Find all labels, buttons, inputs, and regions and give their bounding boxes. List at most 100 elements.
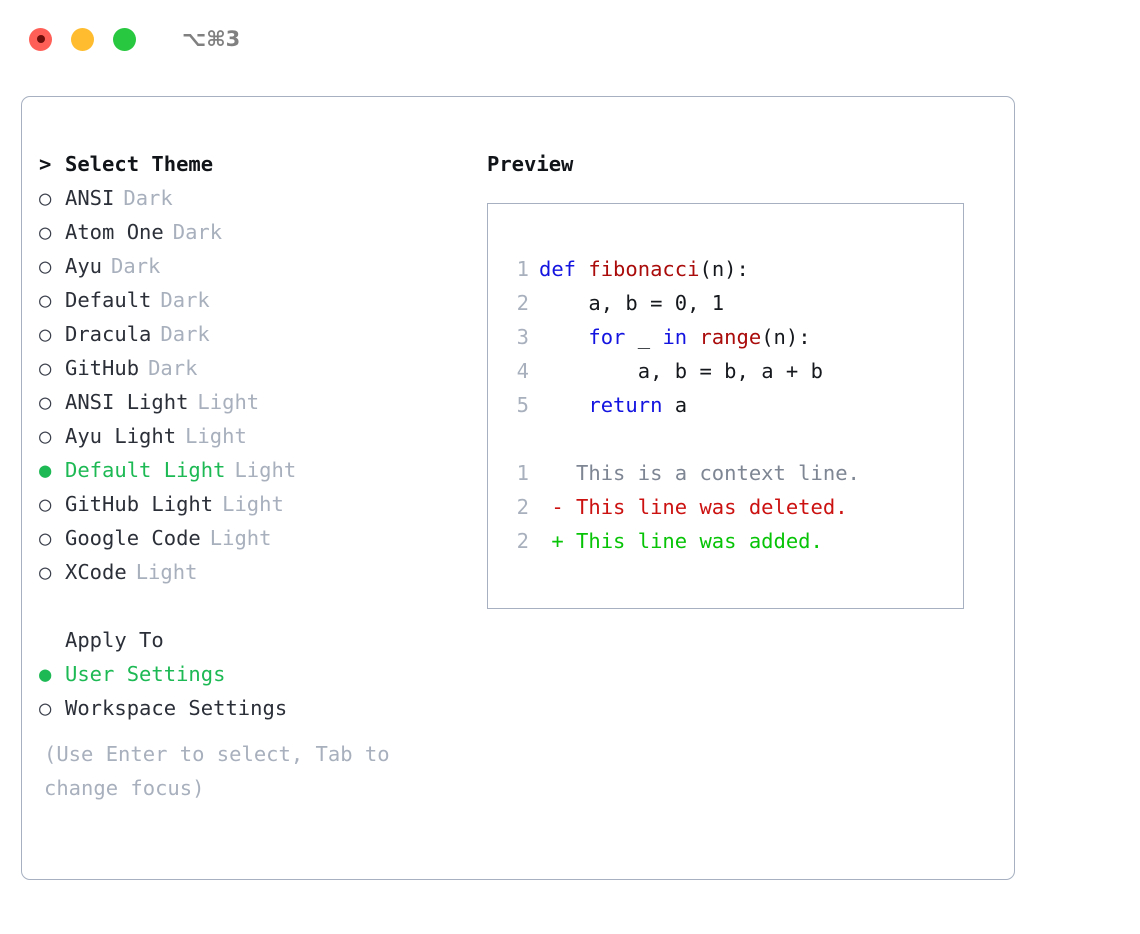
theme-option-label: Ayu <box>65 254 103 278</box>
theme-option-label: Atom One <box>65 220 164 244</box>
radio-unselected-icon: ○ <box>39 356 52 380</box>
theme-variant-tag: Dark <box>160 322 210 346</box>
theme-list-header-label: Select Theme <box>65 152 214 176</box>
theme-variant-tag: Dark <box>123 186 173 210</box>
code-keyword: in <box>662 325 688 349</box>
theme-option-atom-one[interactable]: ○ Atom One Dark <box>39 215 487 249</box>
code-text: _ <box>637 325 651 349</box>
code-text <box>539 359 638 383</box>
close-window-button[interactable] <box>29 27 52 51</box>
diff-sample: 1 This is a context line. 2 - This line w… <box>505 456 963 558</box>
code-text: n <box>711 257 725 281</box>
line-number: 3 <box>516 325 529 349</box>
theme-variant-tag: Dark <box>148 356 198 380</box>
code-text: ( <box>761 325 774 349</box>
code-text <box>625 325 637 349</box>
maximize-window-button[interactable] <box>113 27 136 51</box>
theme-variant-tag: Light <box>222 492 284 516</box>
theme-variant-tag: Dark <box>111 254 161 278</box>
code-text: , <box>736 359 762 383</box>
code-text: a <box>761 359 774 383</box>
diff-line-text: + This line was added. <box>539 529 823 553</box>
theme-option-github[interactable]: ○ GitHub Dark <box>39 351 487 385</box>
preview-spacer <box>505 422 963 456</box>
theme-variant-tag: Dark <box>172 220 223 244</box>
window-controls <box>29 27 136 51</box>
code-line: 3 for _ in range(n): <box>505 320 963 354</box>
code-text <box>662 393 674 417</box>
theme-option-label: GitHub Light <box>65 492 214 516</box>
code-keyword: for <box>588 325 626 349</box>
radio-unselected-icon: ○ <box>39 288 52 312</box>
code-text: b <box>724 359 737 383</box>
apply-to-option-label: User Settings <box>65 662 226 686</box>
radio-unselected-icon: ○ <box>39 560 52 584</box>
keyboard-hint-text: (Use Enter to select, Tab to change focu… <box>44 742 390 800</box>
code-function: fibonacci <box>588 257 700 281</box>
code-line: 2 a, b = 0, 1 <box>505 286 963 320</box>
code-text: a <box>674 393 688 417</box>
apply-to-option-user-settings[interactable]: ●User Settings <box>39 657 487 691</box>
prompt-caret-icon: > <box>39 152 52 176</box>
minimize-window-button[interactable] <box>71 27 94 51</box>
line-number: 1 <box>516 461 529 485</box>
radio-unselected-icon: ○ <box>39 322 52 346</box>
line-number: 1 <box>516 257 529 281</box>
code-text <box>650 325 662 349</box>
radio-unselected-icon: ○ <box>39 220 52 244</box>
code-text: ): <box>724 257 749 281</box>
theme-option-label: ANSI Light <box>65 390 189 414</box>
theme-option-github-light[interactable]: ○ GitHub Light Light <box>39 487 487 521</box>
code-text <box>576 257 588 281</box>
code-text: a <box>637 359 651 383</box>
title-bar: ⌥⌘3 <box>0 0 1140 78</box>
radio-selected-icon: ● <box>39 458 52 482</box>
line-number: 4 <box>516 359 529 383</box>
code-function: range <box>699 325 762 349</box>
radio-unselected-icon: ○ <box>39 424 52 448</box>
theme-option-ansi[interactable]: ○ ANSI Dark <box>39 181 487 215</box>
section-spacer <box>39 589 487 623</box>
apply-to-option-workspace-settings[interactable]: ○Workspace Settings <box>39 691 487 725</box>
code-text: ( <box>699 257 712 281</box>
theme-variant-tag: Light <box>185 424 247 448</box>
radio-unselected-icon: ○ <box>39 390 52 414</box>
code-line: 5 return a <box>505 388 963 422</box>
radio-unselected-icon: ○ <box>39 526 52 550</box>
line-number: 5 <box>516 393 529 417</box>
theme-variant-tag: Dark <box>160 288 210 312</box>
code-keyword: def <box>539 257 577 281</box>
radio-unselected-icon: ○ <box>39 186 52 210</box>
code-text <box>539 325 588 349</box>
diff-line-added: 2 + This line was added. <box>505 524 963 558</box>
apply-to-header-bullet-placeholder: ○ <box>39 623 65 657</box>
theme-list-header: > Select Theme <box>39 147 487 181</box>
code-text: a <box>588 291 601 315</box>
code-text: b <box>625 291 638 315</box>
diff-line-text: - This line was deleted. <box>539 495 848 519</box>
theme-variant-tag: Light <box>209 526 272 550</box>
diff-line-text: This is a context line. <box>539 461 860 485</box>
apply-to-header: ○ Apply To <box>39 623 487 657</box>
line-number: 2 <box>516 529 529 553</box>
theme-option-label: ANSI <box>65 186 115 210</box>
theme-variant-tag: Light <box>135 560 198 584</box>
radio-unselected-icon: ○ <box>39 492 52 516</box>
theme-option-label: Google Code <box>65 526 201 550</box>
theme-option-google-code[interactable]: ○ Google Code Light <box>39 521 487 555</box>
code-text: + <box>773 359 811 383</box>
theme-option-label: GitHub <box>65 356 140 380</box>
code-text: , <box>600 291 626 315</box>
radio-unselected-icon: ○ <box>39 696 52 720</box>
